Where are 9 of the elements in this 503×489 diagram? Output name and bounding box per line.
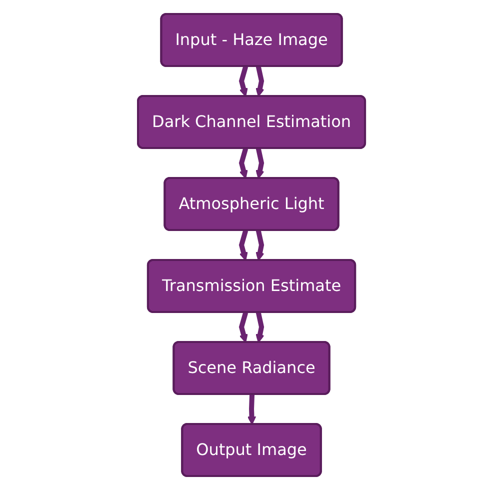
arrow [256,147,264,178]
arrow [247,394,256,424]
arrow [238,311,248,342]
arrow [256,311,264,342]
arrow [256,229,264,260]
arrow [238,229,248,260]
arrow [238,147,248,178]
arrow [238,65,248,96]
arrow [256,65,264,96]
